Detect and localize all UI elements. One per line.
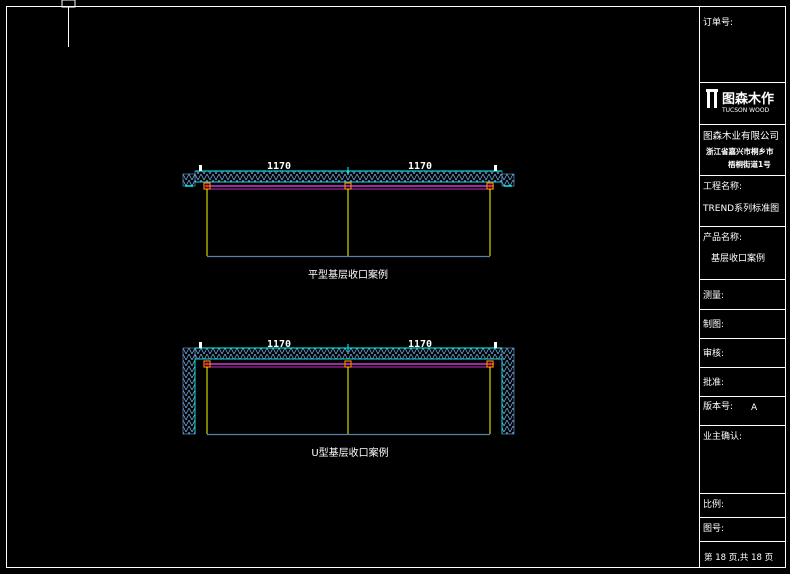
drawn-label: 制图:	[703, 318, 724, 330]
flat-left-cap	[182, 173, 196, 187]
logo-cn: 图森木作	[722, 91, 774, 107]
u-red-mark-right	[488, 362, 492, 366]
flat-dim-right: 1170	[408, 161, 432, 172]
company-address-2: 梧桐街道1号	[728, 159, 771, 169]
u-section-drawing: 1170 1170 U型基层收口案例	[182, 339, 515, 459]
u-caption: U型基层收口案例	[311, 446, 388, 459]
page-info: 第 18 页,共 18 页	[704, 552, 773, 563]
version-value: A	[751, 403, 758, 413]
flat-dim-left: 1170	[267, 161, 291, 172]
flat-red-mark-left	[205, 184, 209, 188]
u-left-wall	[182, 347, 196, 435]
u-dim-left: 1170	[267, 339, 291, 350]
logo: 图森木作 TUCSON WOOD	[706, 89, 774, 114]
u-dim-right: 1170	[408, 339, 432, 350]
order-no-label: 订单号:	[703, 16, 733, 28]
scale-label: 比例:	[703, 498, 724, 510]
flat-red-mark-right	[488, 184, 492, 188]
project-label: 工程名称:	[703, 180, 742, 192]
project-value: TREND系列标准图	[702, 202, 779, 214]
u-red-mark-left	[205, 362, 209, 366]
company-name: 图森木业有限公司	[703, 130, 779, 142]
tucson-logo-icon	[706, 89, 718, 108]
ucs-cursor-icon	[61, 0, 76, 47]
sheet-border	[6, 6, 786, 568]
survey-label: 测量:	[703, 290, 724, 301]
product-value: 基层收口案例	[711, 252, 765, 264]
approve-label: 批准:	[703, 376, 724, 388]
flat-tick-left	[199, 165, 202, 171]
product-label: 产品名称:	[703, 231, 742, 243]
u-tick-right	[494, 342, 497, 348]
company-address-1: 浙江省嘉兴市桐乡市	[706, 146, 774, 156]
flat-tick-right	[494, 165, 497, 171]
u-tick-left	[199, 342, 202, 348]
u-right-wall	[501, 347, 515, 435]
version-label: 版本号:	[703, 400, 733, 412]
title-block	[699, 6, 786, 568]
flat-right-cap	[501, 173, 515, 187]
owner-confirm-label: 业主确认:	[703, 430, 742, 442]
drawing-no-label: 图号:	[703, 523, 724, 534]
flat-caption: 平型基层收口案例	[308, 268, 388, 281]
flat-section-drawing: 1170 1170 平型基层收口案例	[182, 161, 515, 281]
review-label: 审核:	[703, 347, 724, 359]
logo-en: TUCSON WOOD	[721, 107, 770, 114]
